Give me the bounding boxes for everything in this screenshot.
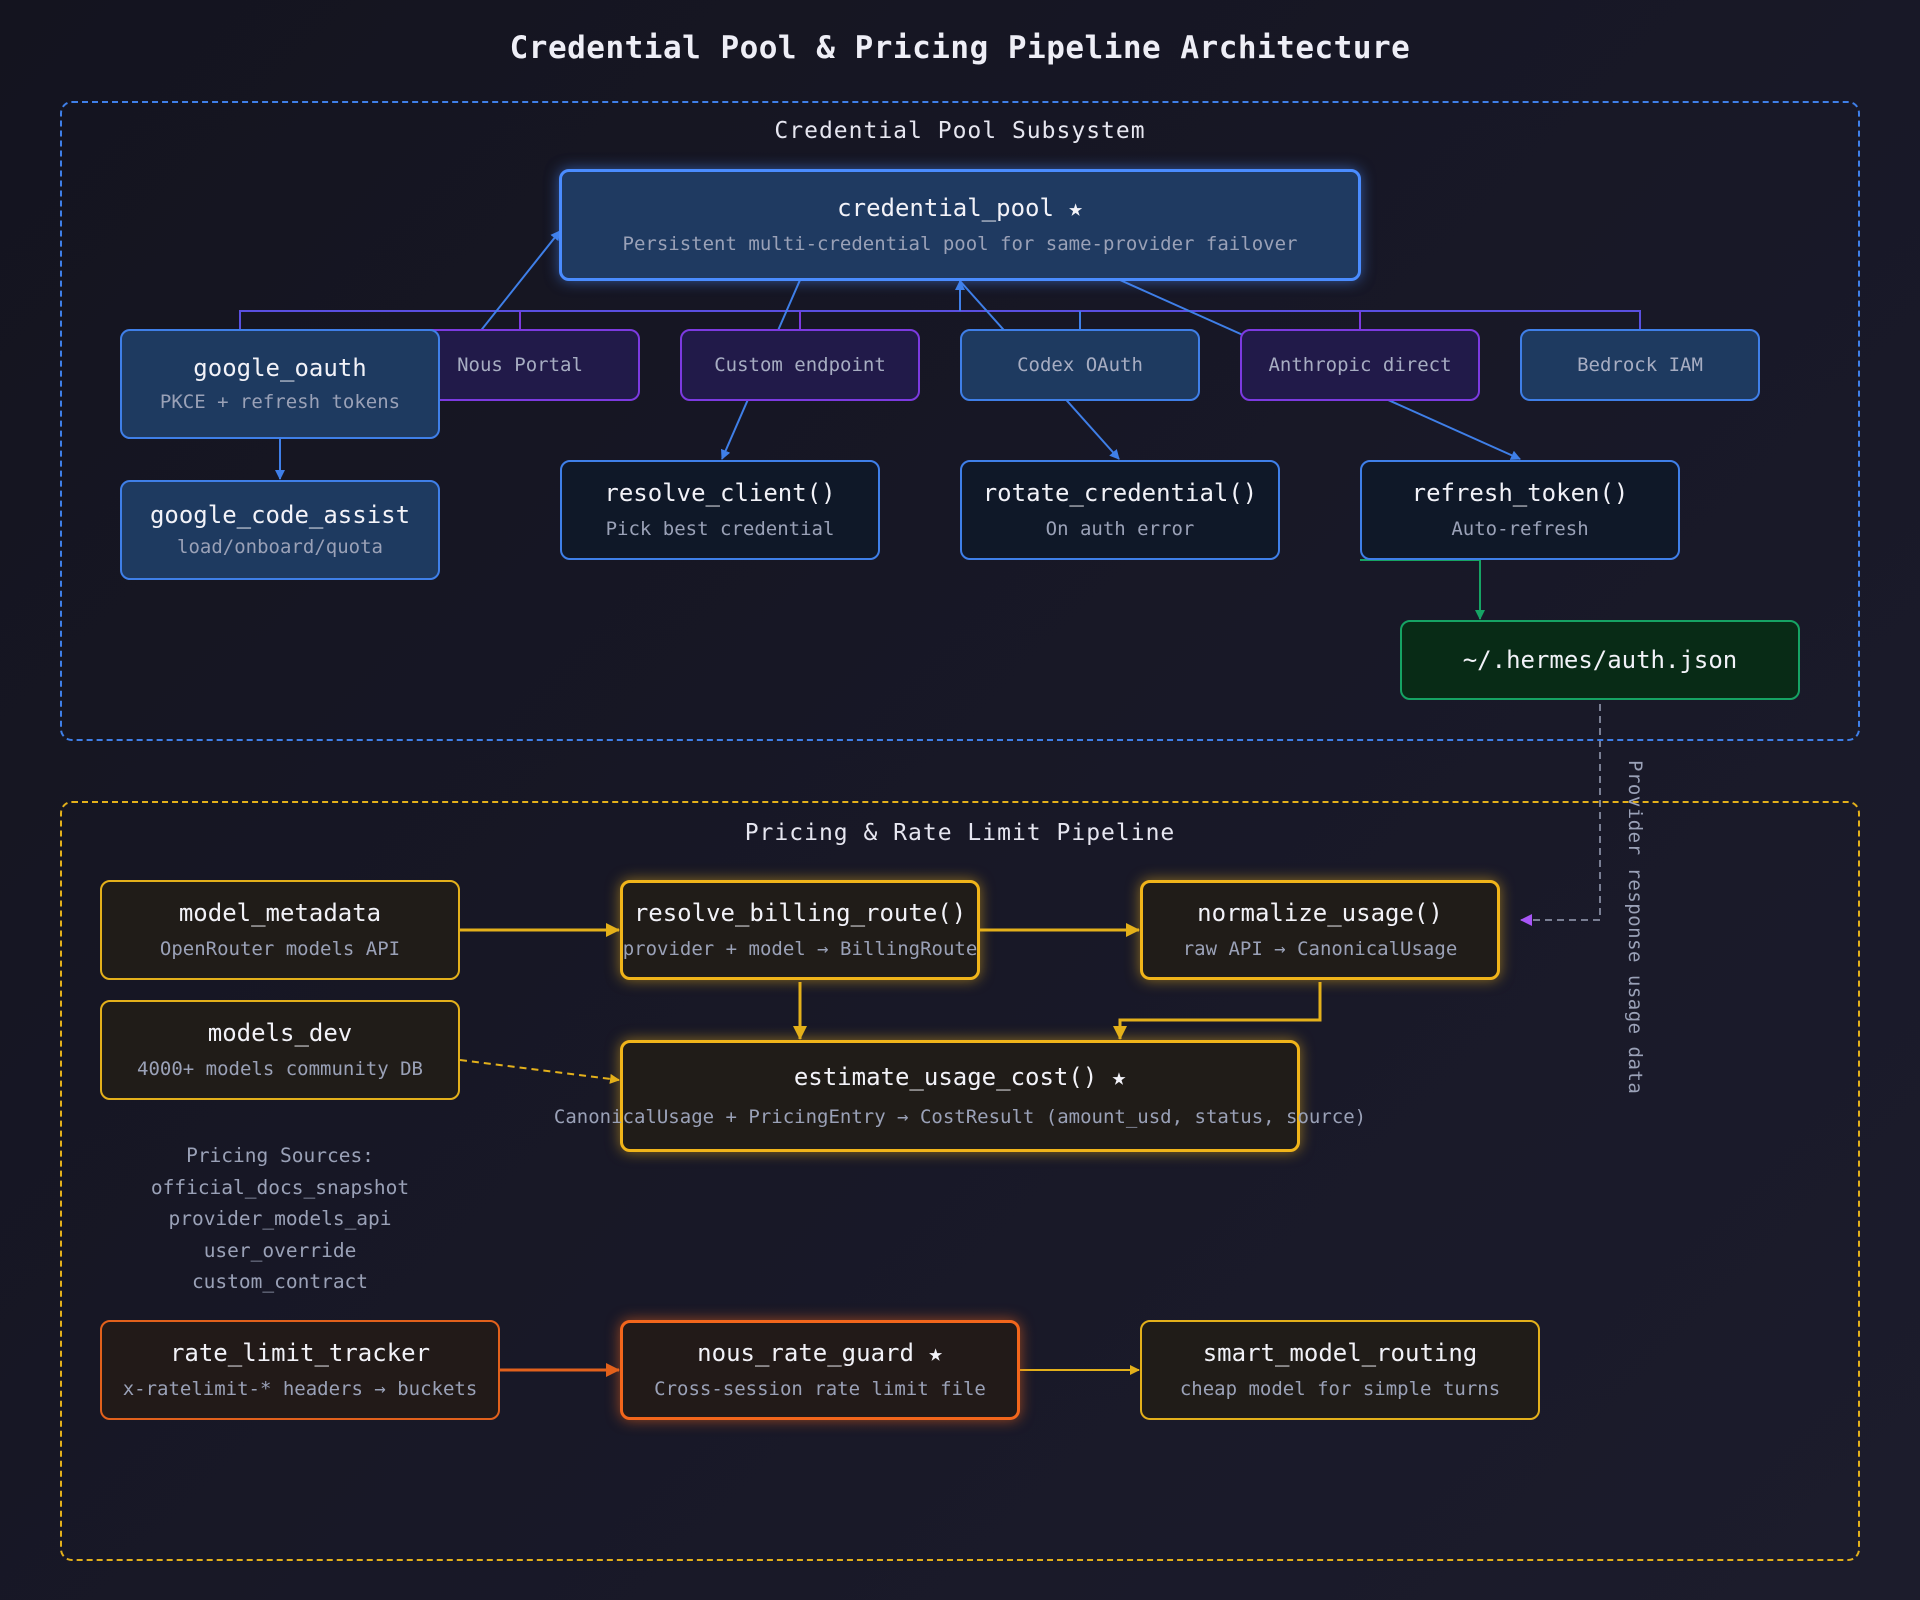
- pricing-pipeline: [60, 801, 1860, 1561]
- node-refresh-token[interactable]: refresh_token() Auto-refresh: [1360, 460, 1680, 560]
- node-title: models_dev: [207, 1019, 353, 1048]
- node-title: rotate_credential(): [982, 479, 1258, 508]
- pricing-pipeline-label: Pricing & Rate Limit Pipeline: [744, 820, 1176, 846]
- node-credential-pool[interactable]: credential_pool ★ Persistent multi-crede…: [559, 169, 1361, 281]
- provider-bedrock-iam[interactable]: Bedrock IAM: [1520, 329, 1760, 401]
- node-title: nous_rate_guard ★: [697, 1339, 943, 1368]
- node-title: model_metadata: [178, 899, 382, 928]
- credential-pool-subsystem: [60, 101, 1860, 741]
- node-title: rate_limit_tracker: [169, 1339, 431, 1368]
- node-subtitle: 4000+ models community DB: [137, 1058, 423, 1080]
- provider-codex-oauth[interactable]: Codex OAuth: [960, 329, 1200, 401]
- diagram-title: Credential Pool & Pricing Pipeline Archi…: [509, 30, 1411, 66]
- node-resolve-billing-route[interactable]: resolve_billing_route() provider + model…: [620, 880, 980, 980]
- pricing-source-item: provider_models_api: [168, 1207, 392, 1230]
- pricing-source-item: user_override: [203, 1238, 357, 1262]
- node-title: resolve_billing_route(): [633, 899, 967, 928]
- provider-custom-endpoint[interactable]: Custom endpoint: [680, 329, 920, 401]
- node-nous-rate-guard[interactable]: nous_rate_guard ★ Cross-session rate lim…: [620, 1320, 1020, 1420]
- provider-label: Anthropic direct: [1268, 353, 1452, 376]
- node-subtitle: Cross-session rate limit file: [654, 1378, 986, 1400]
- node-subtitle: raw API → CanonicalUsage: [1182, 938, 1458, 960]
- edge-models-dev-to-estimate: [459, 1059, 620, 1084]
- node-title: google_oauth: [193, 354, 367, 383]
- edge-refresh-to-auth-json: [1360, 559, 1485, 620]
- node-subtitle: Persistent multi-credential pool for sam…: [622, 233, 1298, 255]
- provider-label: Custom endpoint: [714, 353, 886, 376]
- node-subtitle: Auto-refresh: [1451, 518, 1589, 540]
- node-rate-limit-tracker[interactable]: rate_limit_tracker x-ratelimit-* headers…: [100, 1320, 500, 1420]
- node-normalize-usage[interactable]: normalize_usage() raw API → CanonicalUsa…: [1140, 880, 1500, 980]
- edge-normalize-to-estimate: [1113, 982, 1322, 1040]
- node-google-code-assist[interactable]: google_code_assist load/onboard/quota: [120, 480, 440, 580]
- pricing-sources-heading: Pricing Sources:: [186, 1144, 374, 1167]
- node-rotate-credential[interactable]: rotate_credential() On auth error: [960, 460, 1280, 560]
- node-model-metadata[interactable]: model_metadata OpenRouter models API: [100, 880, 460, 980]
- node-subtitle: OpenRouter models API: [159, 938, 401, 960]
- provider-label: Nous Portal: [457, 353, 583, 376]
- edge-usage-data-label: Provider response usage data: [1624, 760, 1646, 1095]
- node-subtitle: On auth error: [1045, 518, 1195, 540]
- node-auth-json[interactable]: ~/.hermes/auth.json: [1400, 620, 1800, 700]
- node-subtitle: x-ratelimit-* headers → buckets: [122, 1378, 478, 1400]
- node-title: smart_model_routing: [1202, 1339, 1478, 1368]
- node-models-dev[interactable]: models_dev 4000+ models community DB: [100, 1000, 460, 1100]
- provider-anthropic-direct[interactable]: Anthropic direct: [1240, 329, 1480, 401]
- node-subtitle: load/onboard/quota: [177, 536, 383, 558]
- node-smart-model-routing[interactable]: smart_model_routing cheap model for simp…: [1140, 1320, 1540, 1420]
- node-title: credential_pool ★: [837, 194, 1083, 223]
- node-title: google_code_assist: [149, 501, 411, 530]
- node-subtitle: Pick best credential: [605, 518, 835, 540]
- node-title: resolve_client(): [604, 479, 836, 508]
- node-estimate-usage-cost[interactable]: estimate_usage_cost() ★ CanonicalUsage +…: [554, 1040, 1366, 1152]
- node-google-oauth[interactable]: google_oauth PKCE + refresh tokens: [120, 329, 440, 439]
- node-resolve-client[interactable]: resolve_client() Pick best credential: [560, 460, 880, 560]
- provider-label: Bedrock IAM: [1577, 353, 1703, 376]
- node-subtitle: PKCE + refresh tokens: [159, 391, 401, 413]
- pricing-source-item: official_docs_snapshot: [150, 1175, 410, 1199]
- node-title: normalize_usage(): [1197, 899, 1443, 928]
- credential-subsystem-label: Credential Pool Subsystem: [774, 118, 1146, 144]
- node-title: refresh_token(): [1411, 479, 1629, 508]
- provider-label: Codex OAuth: [1017, 353, 1143, 376]
- node-subtitle: provider + model → BillingRoute: [622, 938, 978, 960]
- pricing-source-item: custom_contract: [191, 1270, 369, 1293]
- edge-usage-data: [1520, 620, 1601, 926]
- pricing-sources: Pricing Sources: official_docs_snapshot …: [100, 1140, 460, 1298]
- node-subtitle: CanonicalUsage + PricingEntry → CostResu…: [553, 1106, 1367, 1128]
- node-title: estimate_usage_cost() ★: [793, 1063, 1127, 1092]
- node-subtitle: cheap model for simple turns: [1179, 1378, 1501, 1400]
- node-title: ~/.hermes/auth.json: [1462, 645, 1738, 674]
